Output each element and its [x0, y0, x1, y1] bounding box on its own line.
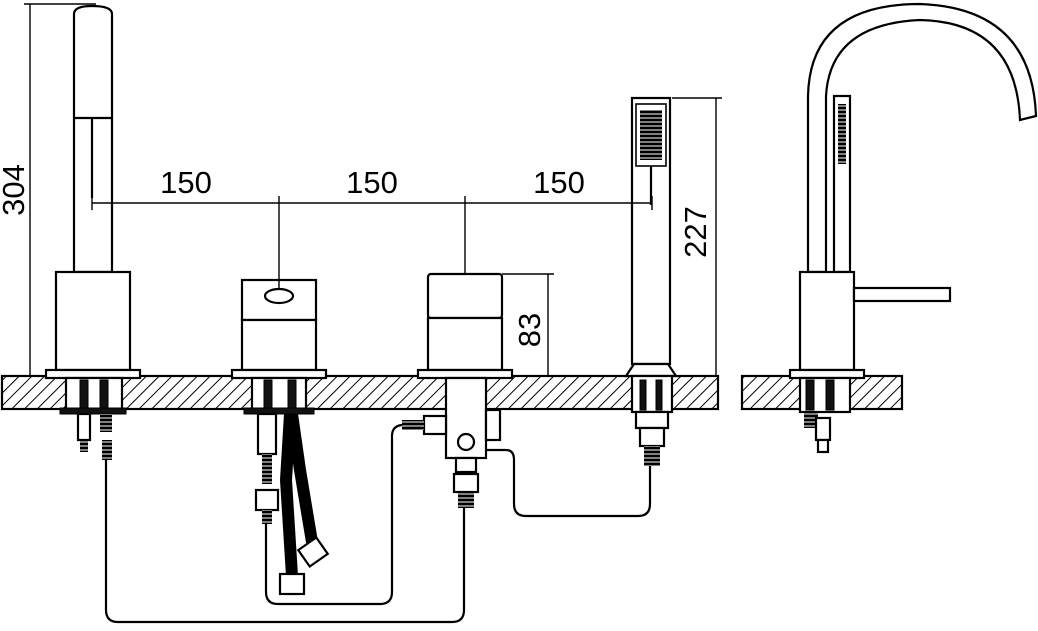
shower-head-holes: [640, 110, 662, 160]
underdeck-fittings: [59, 374, 852, 596]
mixer-handle: [230, 278, 328, 380]
diverter-handle: [416, 272, 514, 380]
dimension-lines: [24, 3, 722, 376]
side-shower-holes: [838, 104, 846, 164]
dimension-spacing-1: 150: [160, 165, 212, 200]
spout: [44, 4, 142, 380]
dimension-spacing-3: 150: [533, 165, 585, 200]
hand-shower: [623, 96, 679, 378]
dimension-spout-height: 304: [0, 164, 31, 216]
dimension-spacing-2: 150: [346, 165, 398, 200]
dimension-shower-height: 227: [678, 206, 713, 258]
side-view-spout: [788, 2, 1038, 380]
hoses: [104, 423, 652, 624]
dimension-handle-height: 83: [512, 313, 547, 347]
